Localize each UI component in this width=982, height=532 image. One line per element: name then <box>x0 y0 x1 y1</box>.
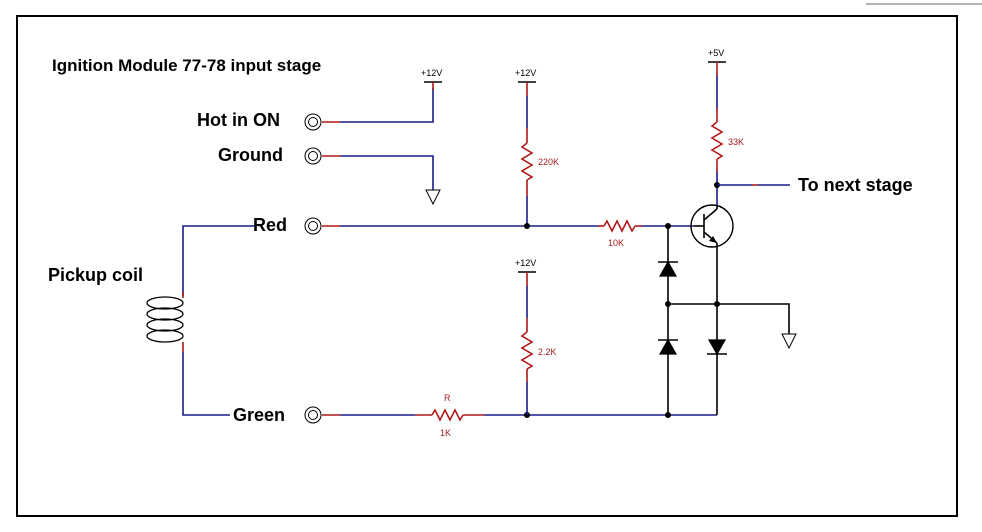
value-2-2k: 2.2K <box>538 347 557 357</box>
mid-rail-to-ground <box>668 303 797 350</box>
red-signal-wire <box>322 219 694 233</box>
terminal-connector-ground <box>304 147 322 165</box>
resistor-33k-branch <box>708 61 726 205</box>
diode-stack-left <box>658 226 678 415</box>
label-to-next-stage: To next stage <box>798 175 913 195</box>
resistor-2-2k-branch <box>518 271 536 415</box>
green-signal-wire <box>322 408 717 422</box>
junction-dot-base <box>665 223 671 229</box>
ground-symbol-1 <box>425 189 441 206</box>
diagram-frame <box>16 15 958 517</box>
value-10k: 10K <box>608 238 624 248</box>
supply-label-220k: +12V <box>515 68 536 78</box>
supply-label-hot: +12V <box>421 68 442 78</box>
label-ground: Ground <box>218 145 283 165</box>
diode-right-branch <box>707 304 727 415</box>
resistor-220k-branch <box>518 81 536 226</box>
diode-lower-left <box>658 338 678 355</box>
value-1k: 1K <box>440 428 451 438</box>
pickup-coil <box>146 225 254 416</box>
supply-label-2-2k: +12V <box>515 258 536 268</box>
terminal-connector-hot <box>304 113 322 131</box>
value-33k: 33K <box>728 137 744 147</box>
label-green: Green <box>233 405 285 425</box>
supply-label-5v: +5V <box>708 48 724 58</box>
terminal-connector-red <box>304 217 322 235</box>
diode-upper-left <box>658 260 678 277</box>
ground-wire <box>322 155 441 206</box>
value-220k: 220K <box>538 157 559 167</box>
npn-transistor <box>690 204 734 304</box>
label-pickup-coil: Pickup coil <box>48 265 143 285</box>
hot-wire <box>322 81 442 123</box>
ground-symbol-2 <box>781 333 797 350</box>
junction-dot-red <box>524 223 530 229</box>
label-hot-in-on: Hot in ON <box>197 110 280 130</box>
diagram-title: Ignition Module 77-78 input stage <box>52 56 321 75</box>
value-r: R <box>444 393 451 403</box>
diode-right <box>707 339 727 356</box>
label-red: Red <box>253 215 287 235</box>
terminal-connector-green <box>304 406 322 424</box>
